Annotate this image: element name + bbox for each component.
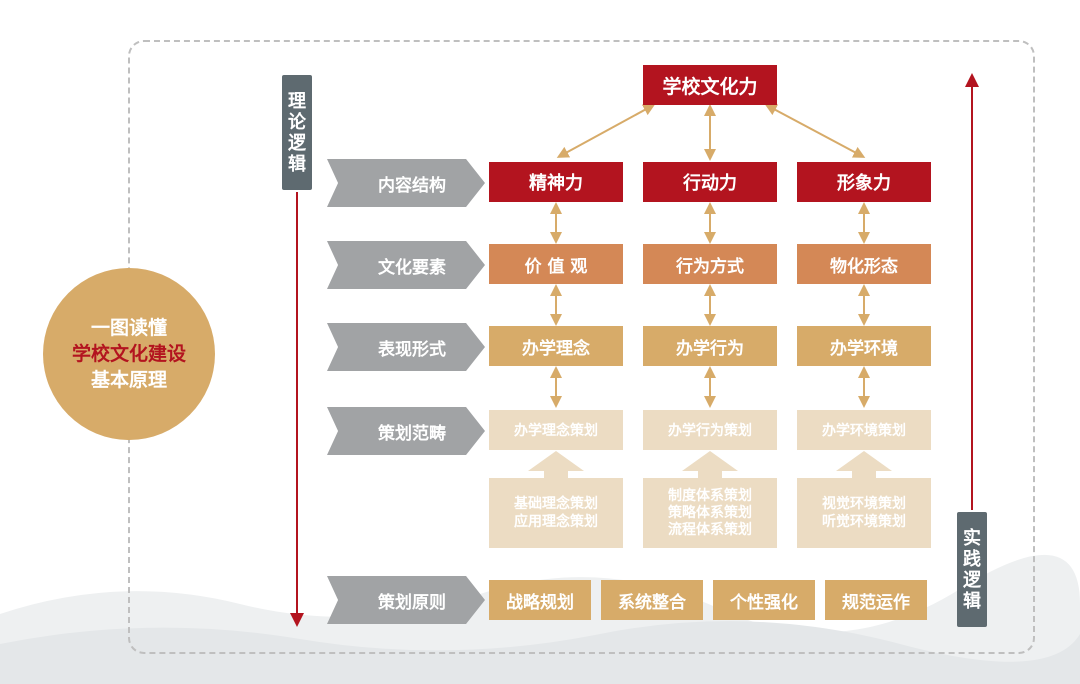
detail-item: 听觉环境策划 (822, 514, 906, 530)
detail-item: 流程体系策划 (668, 521, 752, 538)
title-line-3: 基本原理 (90, 369, 167, 391)
practice-logic-label: 实践逻辑 (957, 512, 987, 627)
details-box-col1: 基础理念策划 应用理念策划 (489, 478, 623, 548)
detail-item: 策略体系策划 (668, 504, 752, 521)
title-line-1: 一图读懂 (90, 317, 167, 339)
detail-item: 视觉环境策划 (822, 496, 906, 512)
details-box-col2: 制度体系策划 策略体系策划 流程体系策划 (643, 478, 777, 548)
element-box-material: 物化形态 (797, 244, 931, 284)
row-label-planning-category: 策划范畴 (327, 407, 485, 455)
detail-item: 应用理念策划 (514, 514, 598, 530)
principle-box-individuality: 个性强化 (713, 580, 815, 620)
title-line-2: 学校文化建设 (71, 343, 186, 365)
school-culture-power-box: 学校文化力 (643, 65, 777, 105)
element-box-behavior: 行为方式 (643, 244, 777, 284)
row-label-planning-principles: 策划原则 (327, 576, 485, 624)
structure-box-spirit: 精神力 (489, 162, 623, 202)
category-box-conduct-planning: 办学行为策划 (643, 410, 777, 450)
detail-item: 制度体系策划 (668, 487, 752, 504)
details-box-col3: 视觉环境策划 听觉环境策划 (797, 478, 931, 548)
title-circle: 一图读懂 学校文化建设 基本原理 (43, 268, 215, 440)
row-label-expression-form: 表现形式 (327, 323, 485, 371)
detail-item: 基础理念策划 (514, 496, 598, 512)
form-box-philosophy: 办学理念 (489, 326, 623, 366)
form-box-environment: 办学环境 (797, 326, 931, 366)
row-label-culture-elements: 文化要素 (327, 241, 485, 289)
structure-box-action: 行动力 (643, 162, 777, 202)
principle-box-integration: 系统整合 (601, 580, 703, 620)
theory-logic-label: 理论逻辑 (282, 75, 312, 190)
principle-box-standardization: 规范运作 (825, 580, 927, 620)
row-label-content-structure: 内容结构 (327, 159, 485, 207)
principle-box-strategy: 战略规划 (489, 580, 591, 620)
element-box-values: 价 值 观 (489, 244, 623, 284)
form-box-conduct: 办学行为 (643, 326, 777, 366)
category-box-philosophy-planning: 办学理念策划 (489, 410, 623, 450)
category-box-environment-planning: 办学环境策划 (797, 410, 931, 450)
structure-box-image: 形象力 (797, 162, 931, 202)
